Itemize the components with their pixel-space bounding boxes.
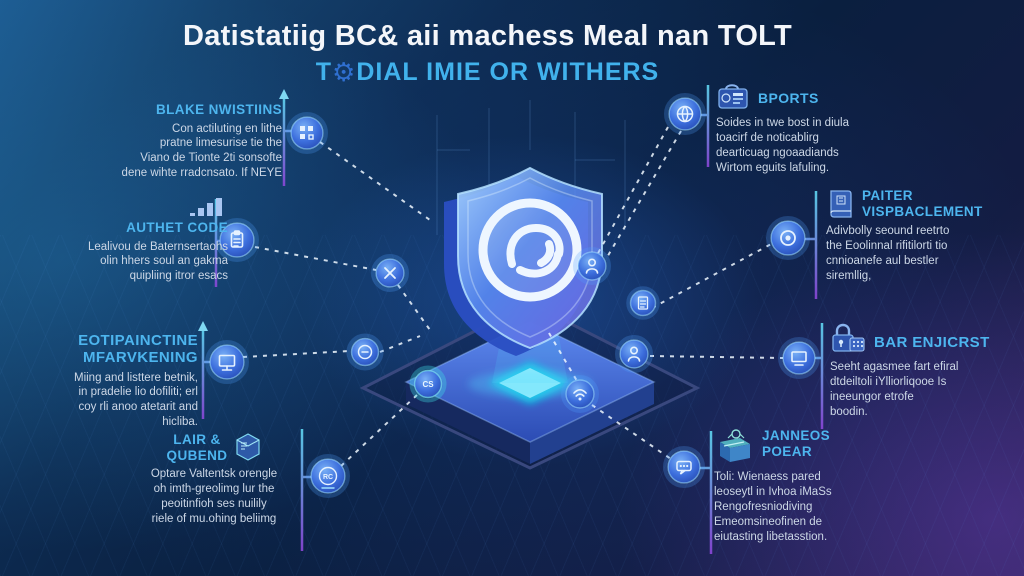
callout-title: LAIR & QUBEND xyxy=(166,432,228,463)
shield-hologram-icon xyxy=(444,166,603,356)
callout-body: Soides in twe bost in diula toacirf de n… xyxy=(716,117,849,174)
bar-chart-icon xyxy=(28,196,228,218)
callout-blake-nwistiins: BLAKE NWISTIINS Con actiluting en lithe … xyxy=(46,102,282,181)
book-icon xyxy=(826,188,854,220)
callout-title: EOTIPAINCTINE MFARVKENING xyxy=(78,332,198,367)
callout-body: Con actiluting en lithe pratne limesuris… xyxy=(121,122,282,180)
person-icon xyxy=(573,247,611,285)
callout-title: BLAKE NWISTIINS xyxy=(156,102,282,117)
callout-title: JANNEOS POEAR xyxy=(762,428,831,459)
callout-body: Optare Valtentsk orengle oh imth-greolim… xyxy=(150,468,278,525)
callout-body: Seeht agasmee fart efiral dtdeiltoli iYl… xyxy=(830,361,959,418)
user-icon xyxy=(615,335,653,373)
page-title: Datistatiig BC& aii machess Meal nan TOL… xyxy=(182,20,793,52)
callout-bar-enjicrst: BAR ENJICRST Seeht agasmee fart efiral d… xyxy=(830,322,1016,420)
callout-authet-code: AUTHET CODE Lealivou de Baternsertaohs o… xyxy=(28,196,228,284)
callout-title: AUTHET CODE xyxy=(126,220,228,235)
shield-emblem-swirl xyxy=(506,223,564,278)
svg-text:RC: RC xyxy=(323,474,333,481)
circuit-traces xyxy=(436,100,626,235)
node-cluster: RC xyxy=(205,93,820,498)
callout-janneos-poear: JANNEOS POEAR Toli: Wienaess pared leose… xyxy=(714,428,958,545)
globe-icon xyxy=(664,93,706,135)
clipboard-icon xyxy=(215,218,259,262)
callout-body: Miing and listtere betnik, in pradelie l… xyxy=(73,371,198,429)
chat-icon xyxy=(663,446,705,488)
subtitle-prefix: T xyxy=(315,58,333,86)
page-subtitle: T⚙DIAL IMIE OR WITHERS xyxy=(0,57,975,88)
treasure-chest-icon xyxy=(714,428,754,466)
radio-icon xyxy=(716,82,750,112)
callout-paiter-vispbaclement: PAITER VISPBACLEMENT Adivbolly seound re… xyxy=(826,188,1012,284)
monitor-icon xyxy=(205,340,249,384)
camera-lens-icon xyxy=(766,216,810,260)
gear-icon: ⚙ xyxy=(332,57,357,87)
lock-icon xyxy=(830,322,866,356)
x-mark-icon xyxy=(371,254,409,292)
document-icon xyxy=(626,286,660,320)
accent-arrowheads xyxy=(198,89,289,331)
callout-title: BAR ENJICRST xyxy=(874,334,990,351)
coin-icon xyxy=(346,333,384,371)
header: Datistatiig BC& aii machess Meal nan TOL… xyxy=(0,20,975,88)
qr-code-icon xyxy=(286,112,328,154)
computer-icon xyxy=(778,337,820,379)
rc-badge-icon: RC xyxy=(306,454,350,498)
wifi-icon xyxy=(561,375,599,413)
callout-bports: BPORTS Soides in twe bost in diula toaci… xyxy=(716,82,960,176)
svg-text:CS: CS xyxy=(422,380,434,389)
callout-eotipainctine: EOTIPAINCTINE MFARVKENING Miing and list… xyxy=(12,332,198,430)
cs-badge-icon: CS xyxy=(409,365,447,403)
callout-body: Toli: Wienaess pared leoseytl in Ivhoa i… xyxy=(714,471,832,543)
isometric-platform xyxy=(359,301,701,470)
callout-title: PAITER VISPBACLEMENT xyxy=(862,188,983,219)
callout-title: BPORTS xyxy=(758,90,819,106)
callout-body: Lealivou de Baternsertaohs olin hhers so… xyxy=(87,240,228,283)
callout-lair-qubend: LAIR & QUBEND Optare Valtentsk orengle o… xyxy=(136,432,292,527)
subtitle-rest: DIAL IMIE OR WITHERS xyxy=(356,58,660,86)
callout-body: Adivbolly seound reetrto the Eoolinnal r… xyxy=(826,225,950,282)
cube-icon xyxy=(235,432,261,462)
connector-lines xyxy=(242,126,784,467)
